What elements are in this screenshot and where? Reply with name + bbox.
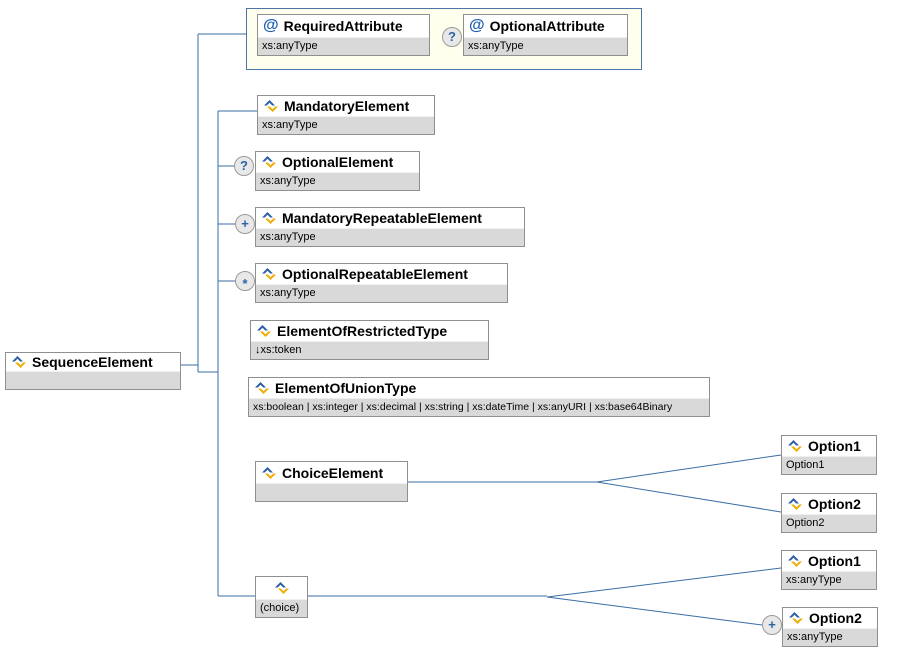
attribute-icon: @ bbox=[263, 17, 279, 34]
element-box-choice-element[interactable]: ChoiceElement bbox=[255, 461, 408, 502]
element-name: SequenceElement bbox=[32, 354, 153, 370]
element-name: OptionalRepeatableElement bbox=[282, 266, 468, 282]
element-box-mandatory-element[interactable]: MandatoryElement xs:anyType bbox=[257, 95, 435, 135]
element-icon bbox=[255, 382, 269, 394]
element-name: MandatoryElement bbox=[284, 98, 410, 114]
attribute-name: RequiredAttribute bbox=[283, 18, 403, 34]
element-type: xs:anyType bbox=[256, 228, 524, 246]
element-icon bbox=[262, 466, 276, 479]
element-box-optional-repeatable-element[interactable]: OptionalRepeatableElement xs:anyType bbox=[255, 263, 508, 303]
element-box-optional-element[interactable]: OptionalElement xs:anyType bbox=[255, 151, 420, 191]
element-type bbox=[256, 483, 407, 501]
element-box-sequence-element[interactable]: SequenceElement bbox=[5, 352, 181, 390]
occurrence-repeat-icon: + bbox=[762, 615, 782, 635]
element-box-option1[interactable]: Option1 Option1 bbox=[781, 435, 877, 475]
element-icon bbox=[262, 212, 276, 224]
choice-icon bbox=[274, 582, 289, 594]
element-box-group-option1[interactable]: Option1 xs:anyType bbox=[781, 550, 877, 590]
element-name: OptionalElement bbox=[282, 154, 394, 170]
element-icon bbox=[788, 555, 802, 567]
element-name: Option1 bbox=[808, 553, 861, 569]
attribute-type: xs:anyType bbox=[464, 37, 627, 55]
element-type: Option2 bbox=[782, 514, 876, 532]
element-icon bbox=[262, 156, 276, 168]
element-type: xs:anyType bbox=[258, 116, 434, 134]
element-name: MandatoryRepeatableElement bbox=[282, 210, 482, 226]
element-box-option2[interactable]: Option2 Option2 bbox=[781, 493, 877, 533]
element-type: xs:anyType bbox=[256, 284, 507, 302]
element-name: ChoiceElement bbox=[282, 464, 384, 481]
element-icon bbox=[262, 268, 276, 280]
element-icon bbox=[789, 612, 803, 624]
element-type: Option1 bbox=[782, 456, 876, 474]
occurrence-optional-icon: ? bbox=[234, 156, 254, 176]
element-box-mandatory-repeatable-element[interactable]: MandatoryRepeatableElement xs:anyType bbox=[255, 207, 525, 247]
element-icon bbox=[257, 325, 271, 337]
element-type: xs:anyType bbox=[256, 172, 419, 190]
element-name: ElementOfUnionType bbox=[275, 380, 417, 396]
element-box-element-of-union-type[interactable]: ElementOfUnionType xs:boolean | xs:integ… bbox=[248, 377, 710, 417]
choice-compositor-box[interactable]: (choice) bbox=[255, 576, 308, 618]
element-name: Option2 bbox=[808, 496, 861, 512]
occurrence-optional-repeat-icon: * bbox=[235, 271, 255, 291]
element-icon bbox=[788, 498, 802, 510]
element-name: Option2 bbox=[809, 610, 862, 626]
occurrence-optional-icon: ? bbox=[442, 27, 462, 47]
element-icon bbox=[788, 440, 802, 452]
element-box-element-of-restricted-type[interactable]: ElementOfRestrictedType ↓xs:token bbox=[250, 320, 489, 360]
element-type bbox=[6, 371, 180, 389]
element-name: ElementOfRestrictedType bbox=[277, 323, 448, 339]
attribute-name: OptionalAttribute bbox=[489, 18, 605, 34]
element-icon bbox=[264, 100, 278, 112]
attribute-box-required[interactable]: @ RequiredAttribute xs:anyType bbox=[257, 14, 430, 56]
element-icon bbox=[12, 356, 26, 368]
element-name: Option1 bbox=[808, 438, 861, 454]
attribute-box-optional[interactable]: @ OptionalAttribute xs:anyType bbox=[463, 14, 628, 56]
element-box-group-option2[interactable]: Option2 xs:anyType bbox=[782, 607, 878, 647]
occurrence-repeat-icon: + bbox=[235, 214, 255, 234]
element-type: xs:anyType bbox=[782, 571, 876, 589]
attribute-type: xs:anyType bbox=[258, 37, 429, 55]
attribute-icon: @ bbox=[469, 17, 485, 34]
element-type: xs:boolean | xs:integer | xs:decimal | x… bbox=[249, 398, 709, 416]
element-type: ↓xs:token bbox=[251, 341, 488, 359]
compositor-label: (choice) bbox=[256, 599, 307, 617]
element-type: xs:anyType bbox=[783, 628, 877, 646]
